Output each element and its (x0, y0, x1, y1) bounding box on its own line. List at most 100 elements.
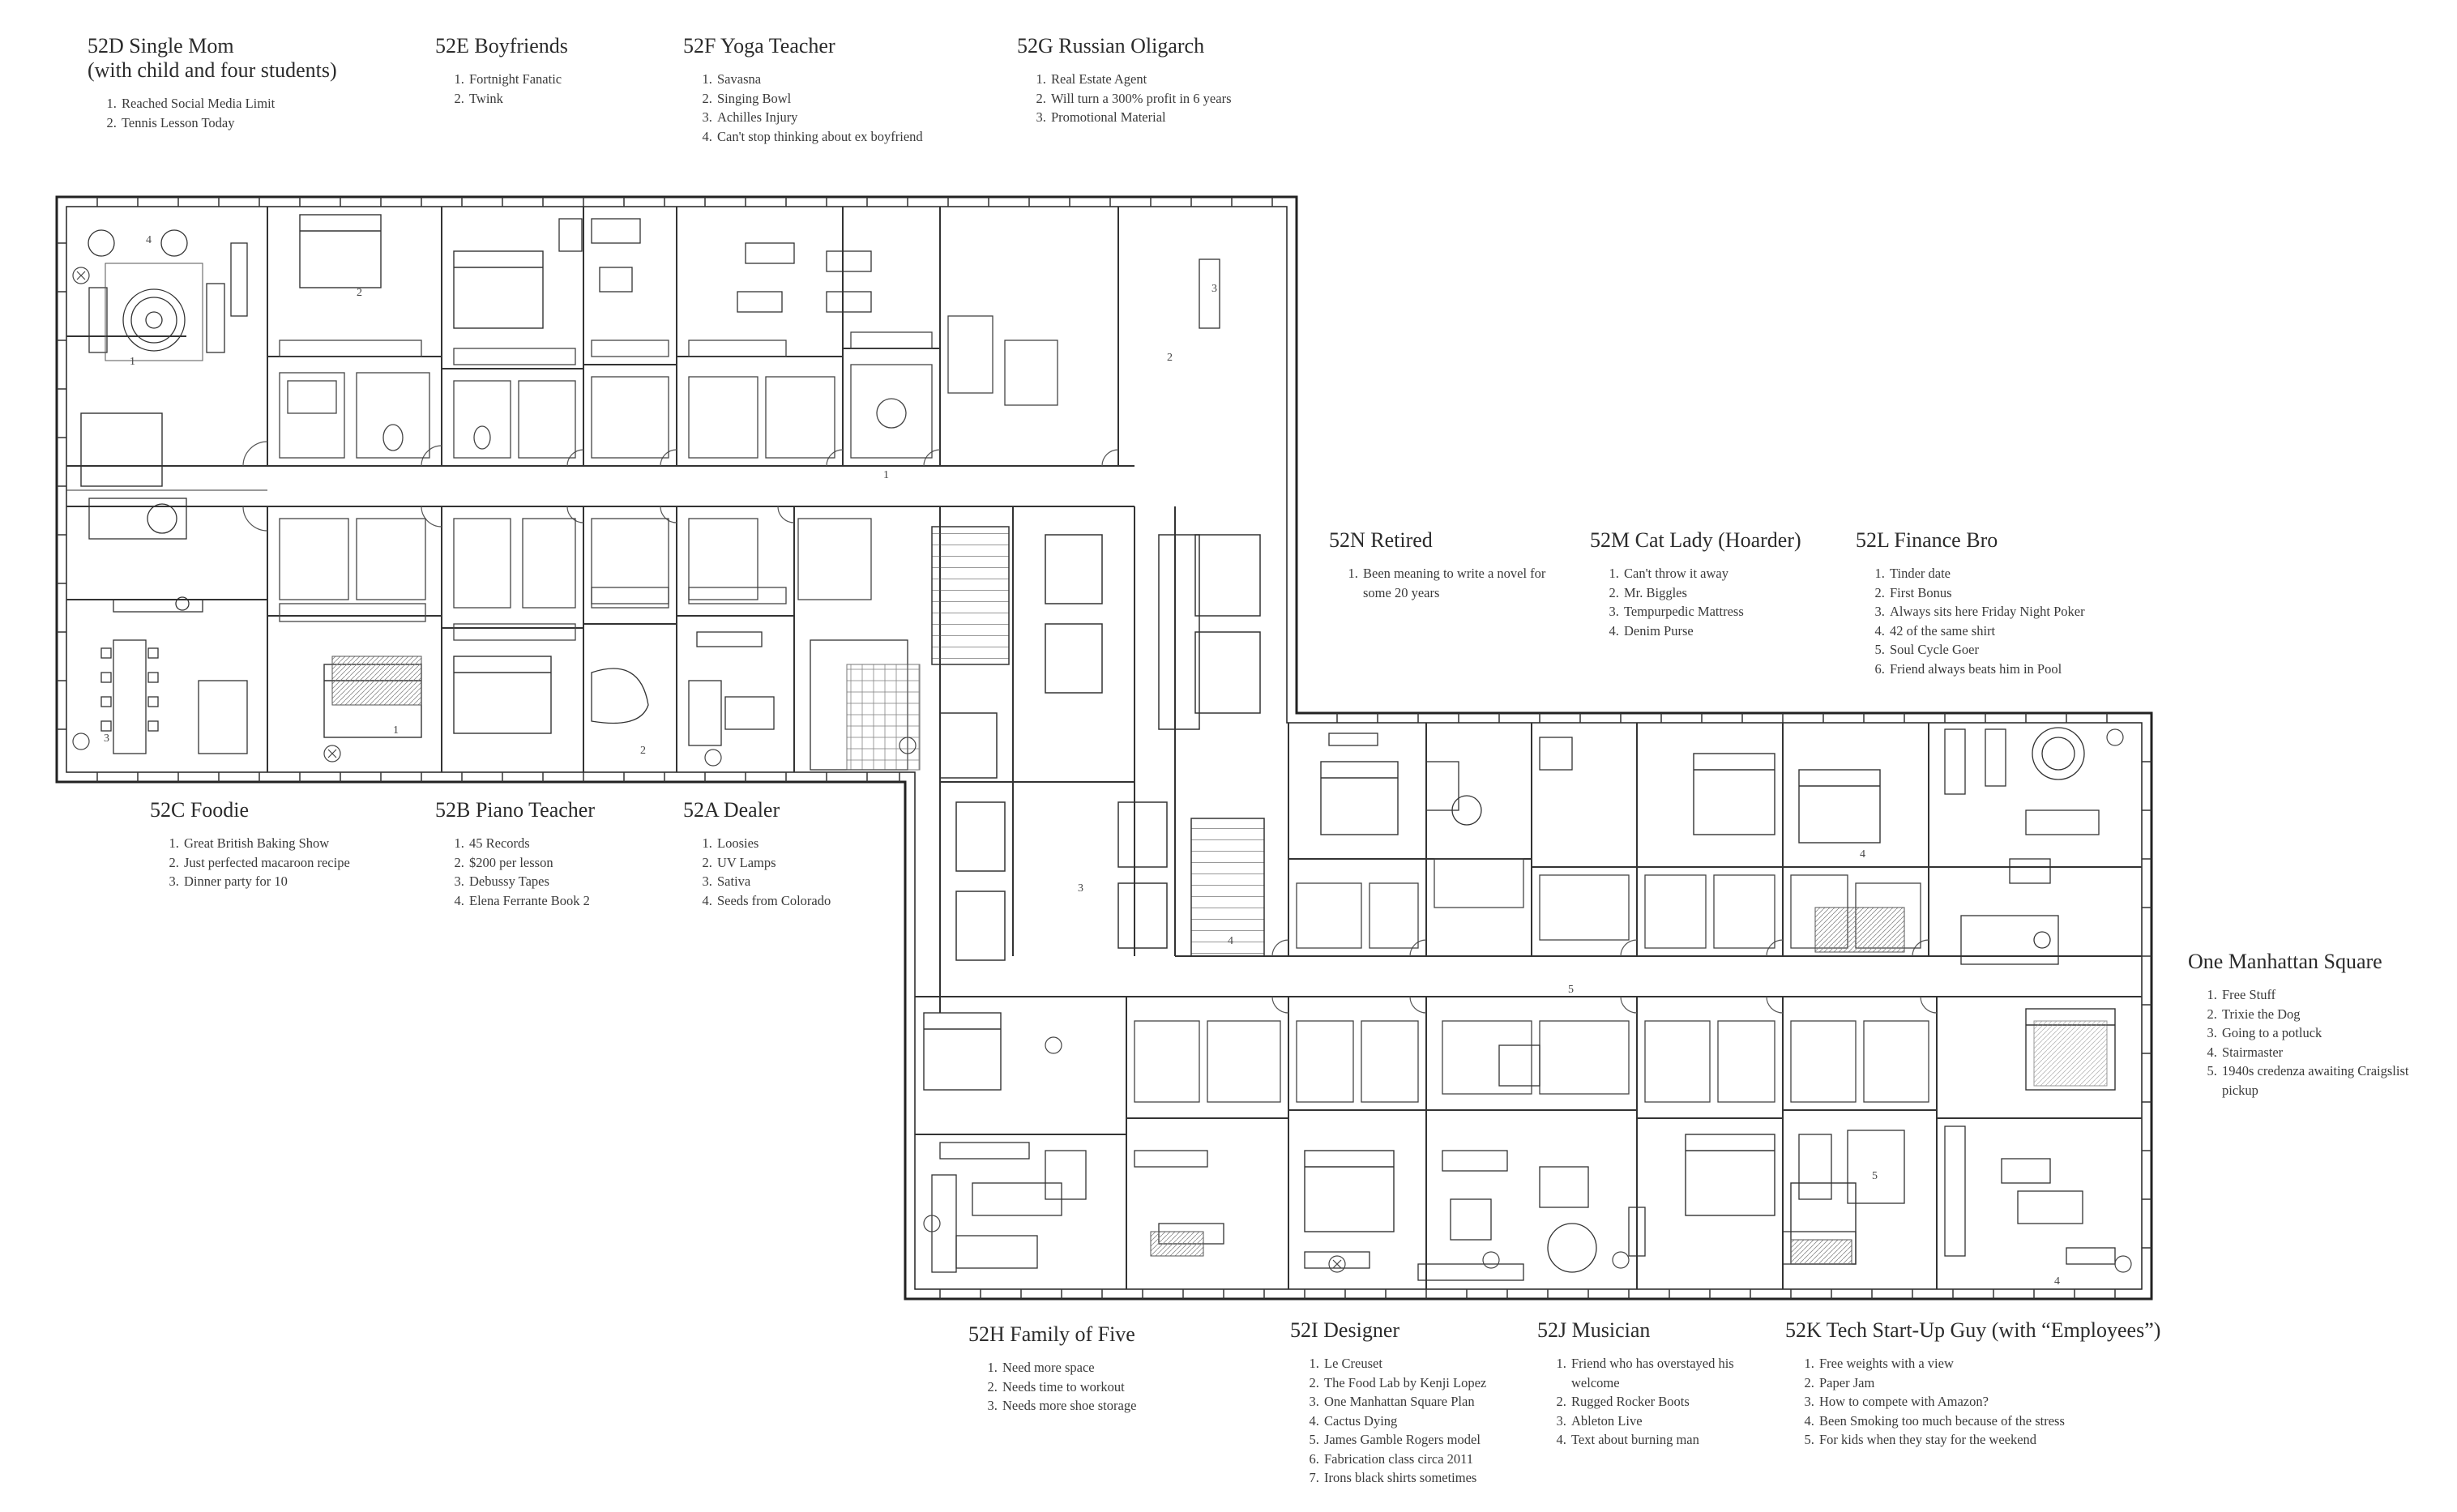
unit-note-item: Ableton Live (1570, 1412, 1780, 1431)
unit-note-item: Going to a potluck (2220, 1023, 2439, 1043)
plan-mark-4: 4 (146, 234, 152, 246)
unit-note-item: Soul Cycle Goer (1888, 640, 2085, 660)
unit-note-item: Real Estate Agent (1049, 70, 1232, 89)
unit-note-item: Free weights with a view (1818, 1354, 2160, 1373)
furniture (88, 218, 2116, 1281)
unit-title: 52G Russian Oligarch (1017, 34, 1205, 58)
unit-note-item: Tempurpedic Mattress (1622, 602, 1801, 621)
unit-note-item: Needs more shoe storage (1001, 1396, 1136, 1416)
unit-note-item: Reached Social Media Limit (120, 94, 337, 113)
unit-note-item: Achilles Injury (716, 108, 923, 127)
unit-label-52c: 52C Foodie Great British Baking ShowJust… (150, 798, 350, 891)
unit-note-item: How to compete with Amazon? (1818, 1392, 2160, 1412)
unit-notes: Can't throw it awayMr. BigglesTempurpedi… (1590, 564, 1801, 640)
door-swings (242, 441, 1938, 1014)
unit-note-item: Loosies (716, 834, 831, 853)
unit-notes: LoosiesUV LampsSativaSeeds from Colorado (683, 834, 831, 910)
unit-label-52j: 52J Musician Friend who has overstayed h… (1537, 1318, 1780, 1450)
plan-mark-1: 1 (883, 469, 889, 481)
unit-subtitle: (with child and four students) (88, 58, 337, 82)
unit-note-item: One Manhattan Square Plan (1323, 1392, 1486, 1412)
unit-note-item: Mr. Biggles (1622, 583, 1801, 603)
unit-notes: Tinder dateFirst BonusAlways sits here F… (1856, 564, 2085, 678)
plan-mark-4: 4 (1228, 935, 1233, 947)
unit-label-52m: 52M Cat Lady (Hoarder) Can't throw it aw… (1590, 528, 1801, 640)
plan-numerals: 4 1 3 2 1 2 1 2 3 3 4 5 4 4 5 (104, 234, 2060, 1288)
unit-note-item: Rugged Rocker Boots (1570, 1392, 1780, 1412)
unit-note-item: Fabrication class circa 2011 (1323, 1450, 1486, 1469)
unit-note-item: Sativa (716, 872, 831, 891)
unit-notes: Real Estate AgentWill turn a 300% profit… (1017, 70, 1232, 127)
unit-notes: Reached Social Media LimitTennis Lesson … (88, 94, 337, 132)
unit-title: 52B Piano Teacher (435, 798, 595, 822)
unit-note-item: Need more space (1001, 1358, 1136, 1377)
unit-label-52e: 52E Boyfriends Fortnight FanaticTwink (435, 34, 568, 108)
unit-notes: Need more spaceNeeds time to workoutNeed… (968, 1358, 1136, 1416)
unit-note-item: Can't throw it away (1622, 564, 1801, 583)
unit-note-item: Seeds from Colorado (716, 891, 831, 911)
unit-note-item: Elena Ferrante Book 2 (468, 891, 595, 911)
unit-title: 52C Foodie (150, 798, 250, 822)
unit-note-item: Irons black shirts sometimes (1323, 1468, 1486, 1488)
plan-mark-2: 2 (640, 745, 646, 757)
unit-note-item: Stairmaster (2220, 1043, 2439, 1062)
unit-note-item: Dinner party for 10 (182, 872, 350, 891)
unit-note-item: Tinder date (1888, 564, 2085, 583)
plan-mark-1: 1 (130, 356, 135, 368)
unit-note-item: Cactus Dying (1323, 1412, 1486, 1431)
unit-notes: Le CreusetThe Food Lab by Kenji LopezOne… (1290, 1354, 1486, 1488)
unit-title: 52M Cat Lady (Hoarder) (1590, 528, 1801, 552)
unit-note-item: Been meaning to write a novel for some 2… (1361, 564, 1548, 602)
unit-note-item: Just perfected macaroon recipe (182, 853, 350, 873)
unit-note-item: Great British Baking Show (182, 834, 350, 853)
unit-note-item: Denim Purse (1622, 621, 1801, 641)
unit-note-item: Twink (468, 89, 568, 109)
unit-note-item: The Food Lab by Kenji Lopez (1323, 1373, 1486, 1393)
unit-note-item: Friend who has overstayed his welcome (1570, 1354, 1780, 1392)
unit-notes: Fortnight FanaticTwink (435, 70, 568, 108)
unit-title: 52A Dealer (683, 798, 780, 822)
unit-note-item: First Bonus (1888, 583, 2085, 603)
unit-title: One Manhattan Square (2188, 950, 2382, 973)
unit-note-item: Text about burning man (1570, 1430, 1780, 1450)
unit-title: 52L Finance Bro (1856, 528, 1998, 552)
unit-title: 52D Single Mom (88, 34, 234, 58)
unit-title: 52J Musician (1537, 1318, 1651, 1342)
unit-note-item: $200 per lesson (468, 853, 595, 873)
plan-mark-1: 1 (393, 724, 399, 737)
plants (72, 267, 2132, 1273)
textures (105, 263, 2108, 1265)
unit-title: 52K Tech Start-Up Guy (with “Employees”) (1785, 1318, 2161, 1342)
plan-mark-4: 4 (2054, 1275, 2060, 1288)
unit-label-52h: 52H Family of Five Need more spaceNeeds … (968, 1322, 1136, 1416)
unit-note-item: Always sits here Friday Night Poker (1888, 602, 2085, 621)
unit-note-item: UV Lamps (716, 853, 831, 873)
unit-label-52b: 52B Piano Teacher 45 Records$200 per les… (435, 798, 595, 910)
plan-mark-3: 3 (1078, 882, 1083, 895)
unit-note-item: Savasna (716, 70, 923, 89)
plan-mark-3: 3 (104, 733, 109, 745)
unit-notes: Free weights with a viewPaper JamHow to … (1785, 1354, 2160, 1450)
plan-mark-5: 5 (1568, 984, 1574, 996)
unit-note-item: 42 of the same shirt (1888, 621, 2085, 641)
unit-note-item: Promotional Material (1049, 108, 1232, 127)
unit-notes: Friend who has overstayed his welcomeRug… (1537, 1354, 1780, 1450)
plan-mark-2: 2 (1167, 352, 1173, 364)
unit-notes: 45 Records$200 per lessonDebussy TapesEl… (435, 834, 595, 910)
unit-note-item: 45 Records (468, 834, 595, 853)
unit-label-52a: 52A Dealer LoosiesUV LampsSativaSeeds fr… (683, 798, 831, 910)
unit-notes: SavasnaSinging BowlAchilles InjuryCan't … (683, 70, 923, 146)
unit-note-item: James Gamble Rogers model (1323, 1430, 1486, 1450)
interior-walls (66, 207, 2142, 1289)
beds (80, 214, 2116, 1265)
plan-mark-3: 3 (1211, 283, 1217, 295)
fixtures (279, 315, 1929, 1103)
unit-notes: Great British Baking ShowJust perfected … (150, 834, 350, 891)
unit-note-item: Fortnight Fanatic (468, 70, 568, 89)
unit-title: 52E Boyfriends (435, 34, 568, 58)
unit-title: 52H Family of Five (968, 1322, 1135, 1346)
unit-title: 52N Retired (1329, 528, 1433, 552)
unit-label-one-manhattan-square: One Manhattan Square Free StuffTrixie th… (2188, 950, 2439, 1100)
unit-note-item: Been Smoking too much because of the str… (1818, 1412, 2160, 1431)
